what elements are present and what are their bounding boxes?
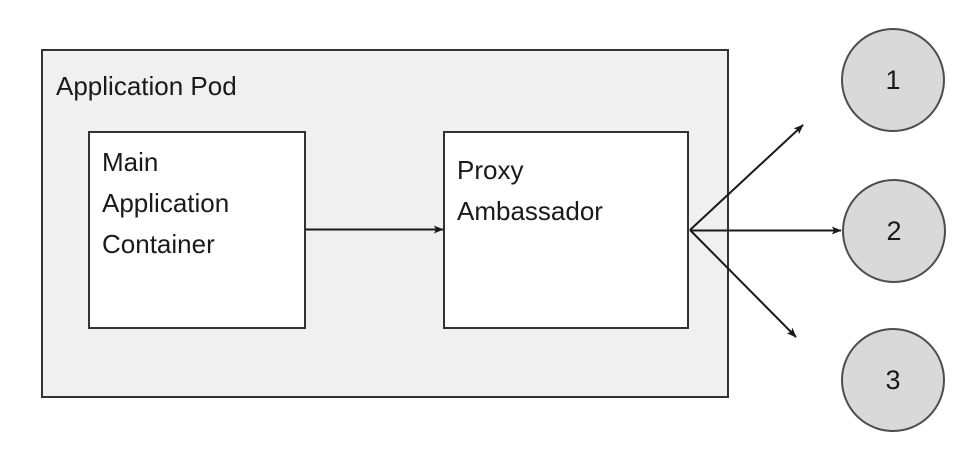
external-node-3[interactable]: 3	[841, 328, 945, 432]
external-node-1-label: 1	[885, 64, 901, 95]
application-pod-label: Application Pod	[56, 71, 237, 101]
proxy-ambassador-box[interactable]	[443, 131, 689, 329]
external-node-3-label: 3	[885, 364, 901, 395]
proxy-ambassador-label: Proxy Ambassador	[457, 155, 603, 226]
external-node-2[interactable]: 2	[842, 179, 946, 283]
external-node-2-label: 2	[886, 215, 902, 246]
main-application-container-box[interactable]	[88, 131, 306, 329]
external-node-1[interactable]: 1	[841, 28, 945, 132]
main-application-container-label: Main Application Container	[102, 147, 230, 259]
